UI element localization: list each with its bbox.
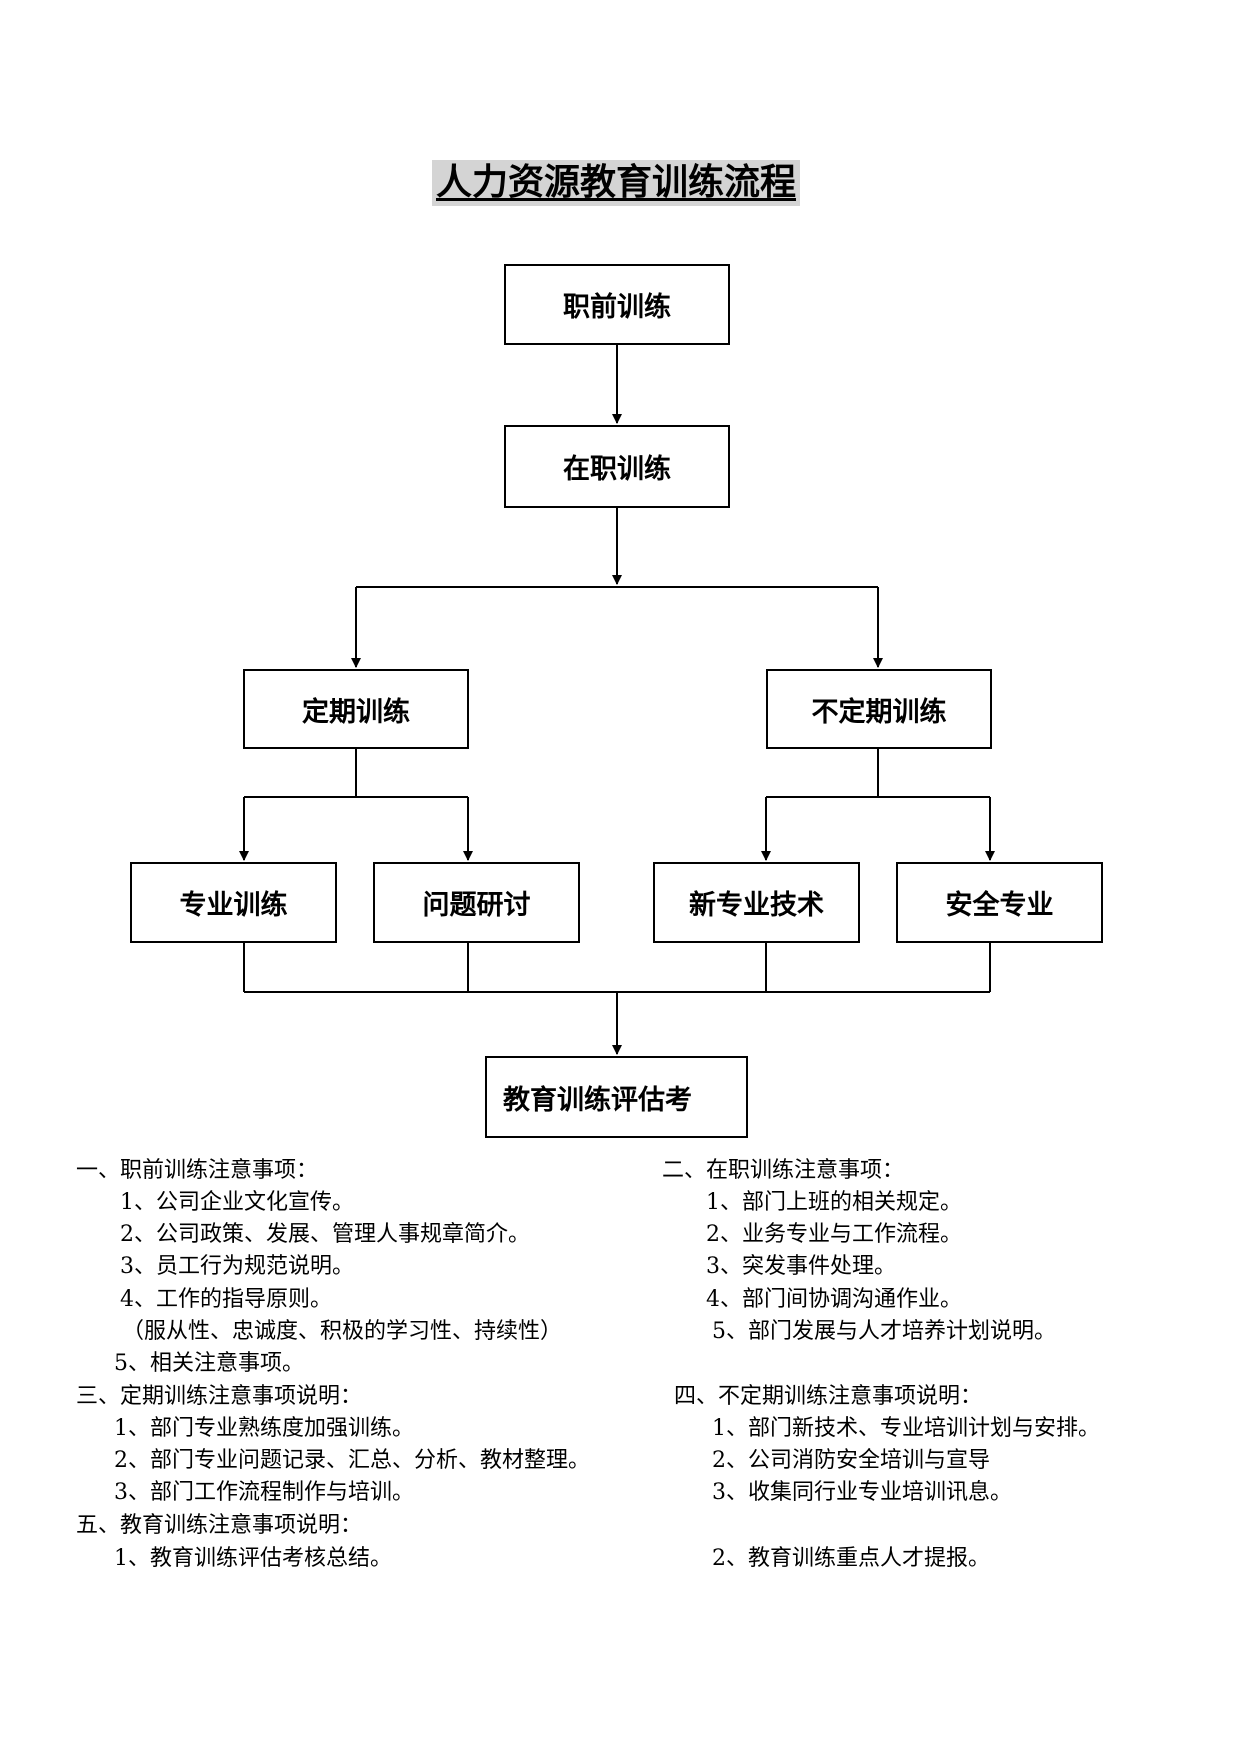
section-4-item: 3、收集同行业专业培训讯息。 bbox=[712, 1480, 1012, 1505]
section-3-item: 3、部门工作流程制作与培训。 bbox=[114, 1480, 414, 1505]
section-4-item: 1、部门新技术、专业培训计划与安排。 bbox=[712, 1416, 1100, 1441]
section-5-heading: 五、教育训练注意事项说明： bbox=[76, 1513, 363, 1538]
section-1-item: （服从性、忠诚度、积极的学习性、持续性） bbox=[122, 1319, 563, 1344]
node-training-evaluation: 教育训练评估考 bbox=[485, 1056, 748, 1138]
node-problem-study: 问题研讨 bbox=[373, 862, 580, 943]
section-2-item: 5、部门发展与人才培养计划说明。 bbox=[712, 1319, 1056, 1344]
section-3-item: 2、部门专业问题记录、汇总、分析、教材整理。 bbox=[114, 1448, 590, 1473]
section-4-heading: 四、不定期训练注意事项说明： bbox=[674, 1384, 983, 1409]
section-1-item: 5、相关注意事项。 bbox=[114, 1351, 304, 1376]
section-2-item: 2、业务专业与工作流程。 bbox=[706, 1222, 962, 1247]
section-1-item: 1、公司企业文化宣传。 bbox=[120, 1190, 354, 1215]
node-safety-professional: 安全专业 bbox=[896, 862, 1103, 943]
section-5-item: 1、教育训练评估考核总结。 bbox=[114, 1546, 392, 1571]
section-2-item: 1、部门上班的相关规定。 bbox=[706, 1190, 962, 1215]
node-on-job-training: 在职训练 bbox=[504, 425, 730, 508]
section-4-item: 2、公司消防安全培训与宣导 bbox=[712, 1448, 990, 1473]
node-professional-training: 专业训练 bbox=[130, 862, 337, 943]
node-irregular-training: 不定期训练 bbox=[766, 669, 992, 749]
section-5-item: 2、教育训练重点人才提报。 bbox=[712, 1546, 990, 1571]
section-1-item: 2、公司政策、发展、管理人事规章简介。 bbox=[120, 1222, 530, 1247]
node-pre-job-training: 职前训练 bbox=[504, 264, 730, 345]
section-3-item: 1、部门专业熟练度加强训练。 bbox=[114, 1416, 414, 1441]
section-2-heading: 二、在职训练注意事项： bbox=[662, 1158, 905, 1183]
section-3-heading: 三、定期训练注意事项说明： bbox=[76, 1384, 363, 1409]
section-1-item: 3、员工行为规范说明。 bbox=[120, 1254, 354, 1279]
section-2-item: 4、部门间协调沟通作业。 bbox=[706, 1287, 962, 1312]
node-new-professional-tech: 新专业技术 bbox=[653, 862, 860, 943]
section-1-heading: 一、职前训练注意事项： bbox=[76, 1158, 319, 1183]
section-2-item: 3、突发事件处理。 bbox=[706, 1254, 896, 1279]
section-1-item: 4、工作的指导原则。 bbox=[120, 1287, 332, 1312]
page-title: 人力资源教育训练流程 bbox=[432, 160, 801, 206]
node-regular-training: 定期训练 bbox=[243, 669, 469, 749]
